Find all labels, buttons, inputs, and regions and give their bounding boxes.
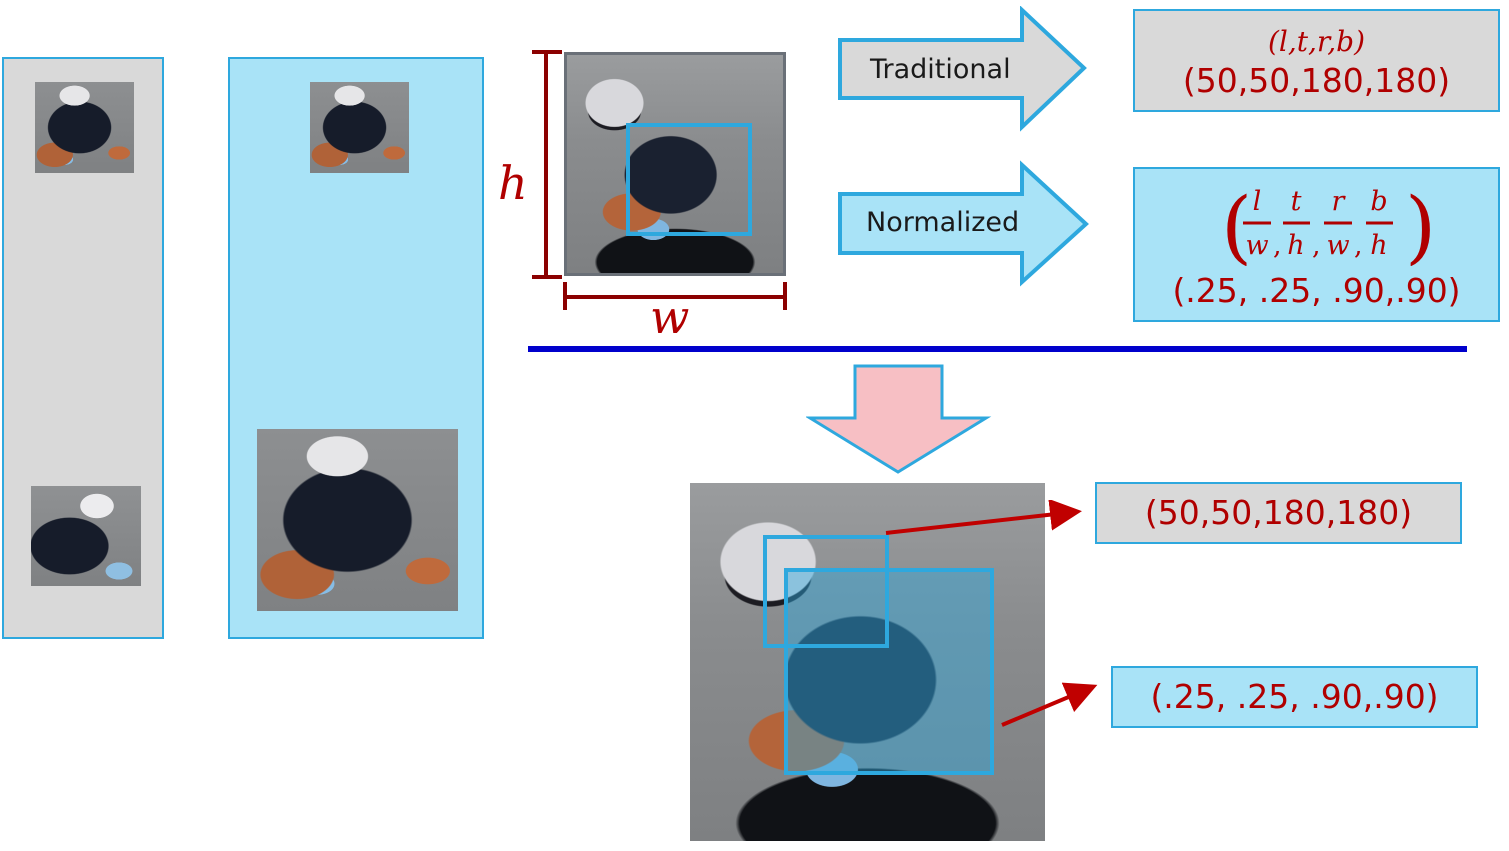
frac-l-num: l — [1253, 186, 1262, 217]
pointer-arrow-normalized — [1001, 682, 1098, 727]
traditional-formula-box — [1133, 9, 1500, 112]
normalized-formula-box — [1133, 167, 1500, 322]
blue-panel-top-crop — [310, 82, 409, 173]
result-normalized-box — [1111, 666, 1478, 728]
down-arrow — [806, 364, 992, 474]
height-label: h — [498, 156, 528, 210]
width-label: w — [650, 290, 690, 344]
svg-text:): ) — [1405, 180, 1436, 266]
frac-t-num: t — [1291, 186, 1302, 217]
result-traditional-box — [1095, 482, 1462, 544]
pointer-arrow-traditional — [885, 500, 1082, 535]
gray-panel-top-crop — [35, 82, 134, 173]
normalized-fraction-formula: ( ) l w , t h , r w , b h — [1221, 180, 1436, 266]
normalized-arrow — [838, 160, 1089, 287]
frac-r-num: r — [1332, 186, 1347, 217]
normalized-value: (.25, .25, .90,.90) — [1172, 271, 1461, 310]
frac-t-den: h — [1287, 230, 1304, 261]
section-divider — [528, 346, 1467, 352]
svg-text:,: , — [1273, 230, 1282, 261]
normalized-label: Normalized — [866, 207, 1020, 238]
frac-l-den: w — [1245, 230, 1268, 261]
source-bounding-box — [626, 123, 752, 236]
result-box-normalized — [784, 568, 994, 775]
result-box-traditional — [763, 535, 889, 648]
svg-text:,: , — [1354, 230, 1363, 261]
blue-panel-bottom-crop — [257, 429, 458, 611]
traditional-formula: (l,t,r,b) — [1268, 25, 1365, 58]
pointer-arrows — [885, 500, 1098, 727]
result-image — [690, 483, 1045, 841]
frac-b-num: b — [1370, 186, 1387, 217]
dimension-markers — [532, 50, 787, 310]
source-image — [564, 52, 786, 276]
result-normalized-value: (.25, .25, .90,.90) — [1150, 677, 1439, 716]
gray-panel-bottom-crop — [31, 486, 141, 586]
svg-text:,: , — [1312, 230, 1321, 261]
traditional-label: Traditional — [870, 54, 1011, 85]
traditional-arrow — [838, 6, 1087, 132]
result-traditional-value: (50,50,180,180) — [1144, 493, 1413, 532]
frac-r-den: w — [1326, 230, 1349, 261]
traditional-value: (50,50,180,180) — [1182, 61, 1451, 100]
normalized-formula: ( ) l w , t h , r w , b h — [1133, 178, 1500, 266]
frac-b-den: h — [1370, 230, 1387, 261]
